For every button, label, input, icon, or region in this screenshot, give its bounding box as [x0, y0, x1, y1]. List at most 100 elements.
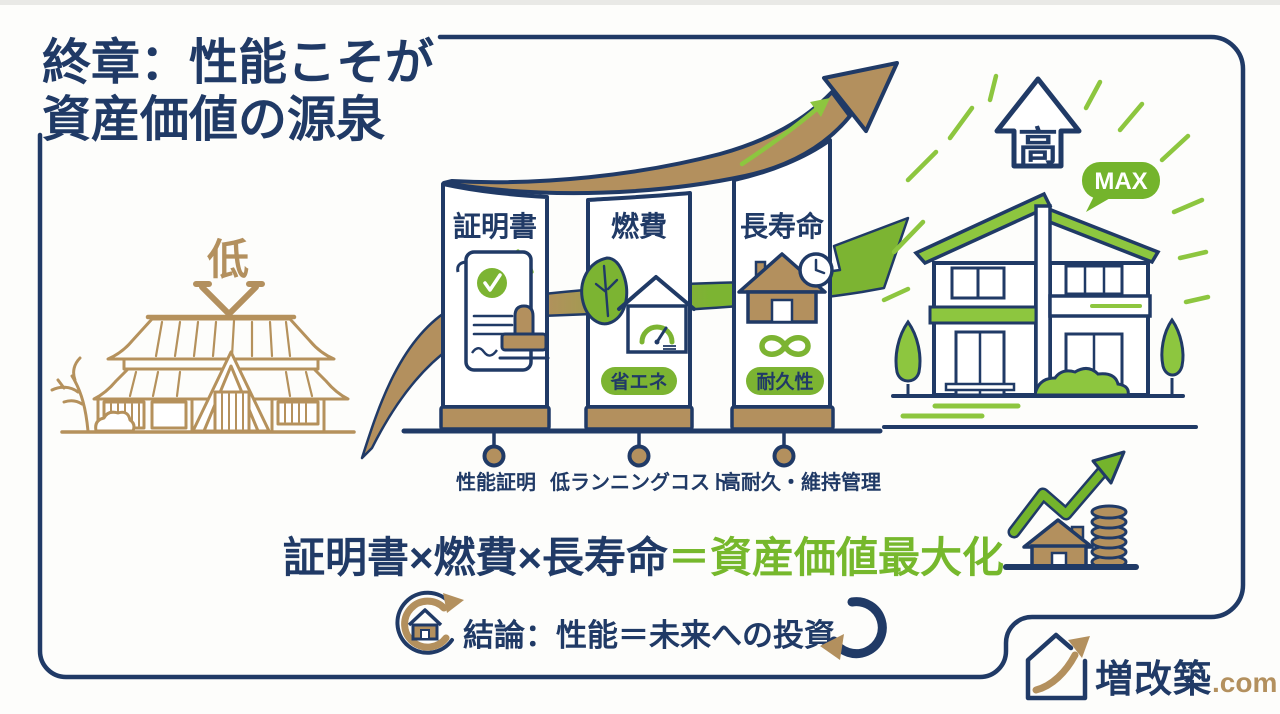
high-label: 高 — [1018, 125, 1058, 169]
sunburst-rays — [881, 73, 1211, 305]
check-circle — [477, 268, 507, 298]
badge-durability-label: 耐久性 — [756, 370, 813, 393]
return-arc — [829, 597, 887, 659]
upper-right-window — [1064, 264, 1124, 296]
fuel-efficiency-icon — [580, 256, 696, 354]
zigzag-arrowhead — [1091, 450, 1126, 485]
gauge-hub — [654, 339, 660, 345]
gauge-needle — [655, 326, 668, 344]
max-bubble-tail — [1086, 196, 1112, 212]
old-house-lower-roof-hatch — [128, 370, 314, 398]
logo-suffix: .com — [1212, 667, 1277, 698]
certificate-icon — [456, 249, 550, 372]
old-house-upper-roof — [106, 317, 336, 361]
dead-tree — [50, 356, 90, 433]
cycle-outer-ring — [395, 590, 454, 655]
old-house-illustration — [50, 314, 356, 434]
rock — [94, 410, 136, 433]
scroll-curl — [456, 260, 467, 273]
pillars-group: 証明書 燃費 長寿命 — [439, 138, 835, 431]
ground-green-accents — [900, 403, 1021, 419]
top-edge-shadow — [0, 0, 1280, 5]
house-door — [770, 298, 794, 324]
badge-durability — [746, 367, 824, 395]
leaf-veins — [594, 264, 619, 318]
longevity-icon — [737, 252, 834, 357]
door-step — [944, 382, 1016, 392]
gauge-marks — [663, 345, 676, 350]
green-band — [928, 305, 1038, 325]
stamp-handle — [513, 304, 535, 334]
cycle-arrowhead — [443, 593, 464, 613]
old-house-wall-posts — [96, 397, 326, 433]
cycle-house-door — [420, 629, 430, 640]
logo-name: 増改築 — [1095, 659, 1212, 701]
logo-arrow — [1032, 651, 1079, 694]
frame-border — [37, 34, 1246, 680]
green-accent-arrowhead — [810, 98, 830, 117]
pillar-base-3 — [730, 405, 835, 431]
return-arrowhead — [820, 634, 844, 660]
zigzag-arrow — [1010, 468, 1106, 536]
stamp-base — [500, 332, 548, 352]
badge-energy-saving-label: 省エネ — [609, 371, 667, 393]
title-line-2: 資産価値の源泉 — [42, 93, 385, 147]
eco-house-roof — [617, 275, 696, 311]
formula: 証明書×燃費×長寿命 ＝資産価値最大化 — [283, 534, 1004, 581]
pillar-label-longevity: 長寿命 — [740, 210, 825, 242]
conclusion-text: 結論：性能＝未来への投資 — [463, 618, 835, 653]
old-house-right-window-slats — [284, 403, 307, 423]
footnote-longevity: 高耐久・維持管理 — [721, 470, 881, 494]
old-house-lower-roof — [92, 367, 350, 401]
title-line-1: 終章：性能こそが — [42, 36, 434, 90]
cycle-house-roof — [407, 608, 443, 627]
right-tree — [1160, 317, 1185, 377]
page-title: 終章：性能こそが 資産価値の源泉 — [42, 36, 434, 147]
brand-logo: 増改築 .com — [1025, 632, 1277, 701]
conclusion-row: 結論：性能＝未来への投資 — [395, 590, 887, 660]
pillar-base-1 — [439, 405, 551, 431]
low-value-marker: 低 — [193, 236, 265, 317]
gauge-arc — [639, 324, 675, 345]
bushes — [1033, 367, 1130, 397]
old-house-roof-hatch — [154, 319, 292, 358]
growth-swoosh-arrowhead — [822, 61, 899, 133]
max-label: MAX — [1094, 168, 1147, 195]
renewal-cycle-icon — [395, 590, 464, 655]
footnote-dot-1 — [482, 444, 506, 468]
down-arrow-icon — [193, 281, 265, 317]
pillar-label-certificate: 証明書 — [453, 210, 537, 242]
old-house-wall-panel — [150, 400, 188, 430]
footnote-dot-3 — [772, 444, 796, 468]
modern-house-illustration: 高 MAX — [881, 73, 1211, 429]
left-tree — [894, 319, 922, 383]
old-house-door-slats — [221, 393, 244, 430]
document-lines — [472, 314, 514, 336]
footnote-dot-2 — [627, 444, 651, 468]
return-arrow-icon — [820, 597, 887, 660]
center-post — [1034, 204, 1052, 397]
logo-house-icon — [1025, 632, 1088, 701]
pillar-base-2 — [584, 405, 694, 431]
up-arrow-icon — [994, 76, 1082, 169]
clock-hands — [814, 258, 826, 275]
green-accent-arrow — [739, 103, 823, 167]
check-icon — [483, 273, 502, 292]
infinity-icon — [759, 335, 811, 357]
footnote-fuel: 低ランニングコスト — [549, 470, 730, 494]
badge-energy-saving — [601, 367, 677, 395]
coin-1 — [1090, 504, 1128, 520]
asset-growth-icon — [1003, 450, 1139, 570]
logo-arrowhead — [1068, 636, 1090, 658]
pillar-footnotes: 性能証明 低ランニングコスト 高耐久・維持管理 — [401, 428, 883, 494]
low-label: 低 — [207, 236, 249, 283]
signature-squiggle — [471, 347, 498, 357]
formula-right: ＝資産価値最大化 — [668, 534, 1004, 581]
cycle-inner-ring — [401, 597, 450, 651]
growth-swoosh — [442, 90, 852, 196]
footnote-certificate: 性能証明 — [456, 470, 536, 494]
upper-right-window-mullions — [1083, 266, 1106, 294]
pillar-label-fuel: 燃費 — [611, 211, 667, 242]
